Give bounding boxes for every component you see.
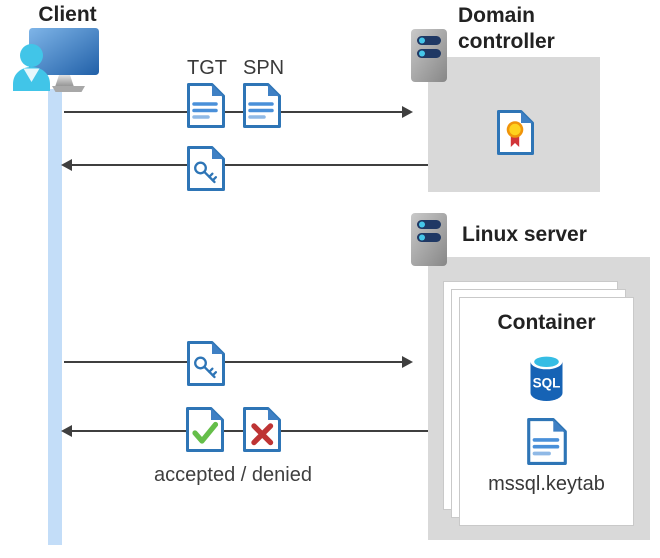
client-lifeline <box>48 89 62 545</box>
arrow-client-to-domain-controller <box>64 106 413 118</box>
client-monitor-icon <box>28 27 100 93</box>
keytab-label: mssql.keytab <box>488 473 605 495</box>
client-label: Client <box>38 3 97 26</box>
sql-database-icon: SQL <box>528 352 565 403</box>
tgt-label: TGT <box>187 57 227 79</box>
tgt-document-icon <box>187 83 225 128</box>
service-ticket-key-document-icon <box>187 341 225 386</box>
keytab-document-icon <box>527 418 567 465</box>
container-page-front <box>459 297 634 526</box>
accepted-check-document-icon <box>186 407 224 452</box>
arrow-domain-controller-to-client <box>61 159 428 171</box>
ticket-key-document-icon <box>187 146 225 191</box>
denied-x-document-icon <box>243 407 281 452</box>
sql-badge-text: SQL <box>533 376 561 391</box>
client-person-icon <box>11 43 58 91</box>
linux-server-label: Linux server <box>462 223 587 246</box>
certificate-icon <box>497 110 534 155</box>
container-label: Container <box>497 311 596 334</box>
linux-server-icon <box>410 212 448 267</box>
spn-label: SPN <box>243 57 285 79</box>
arrow-client-to-container <box>64 356 413 368</box>
domain-controller-label: Domain controller <box>458 4 555 53</box>
spn-document-icon <box>243 83 281 128</box>
domain-controller-server-icon <box>410 28 448 83</box>
accepted-denied-label: accepted / denied <box>154 464 312 486</box>
